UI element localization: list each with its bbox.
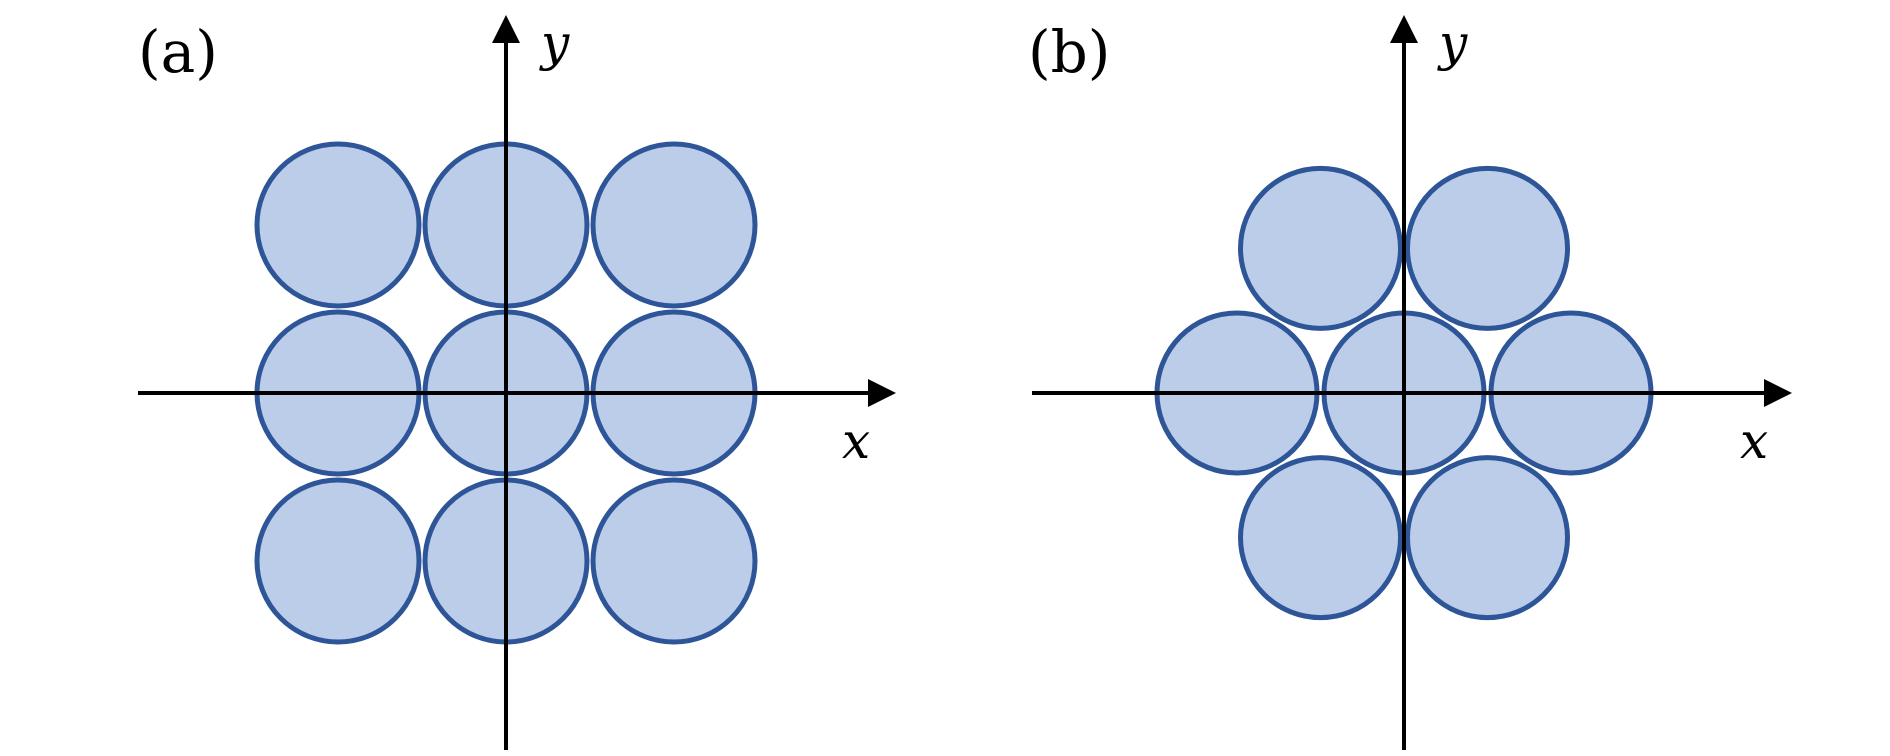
hex-circle-6 bbox=[1238, 455, 1403, 621]
y-axis-label-a: y bbox=[539, 14, 570, 72]
hex-circle-7 bbox=[1405, 455, 1570, 621]
x-axis-arrowhead-b bbox=[1764, 379, 1792, 407]
x-axis-label-a: x bbox=[842, 412, 870, 470]
panel-b-hexagonal-packing: (b) x y bbox=[1028, 14, 1792, 750]
square-circle-1 bbox=[254, 141, 422, 309]
x-axis-label-b: x bbox=[1740, 412, 1768, 470]
square-circle-9 bbox=[590, 477, 758, 645]
x-axis-arrowhead-a bbox=[868, 379, 896, 407]
square-circle-7 bbox=[254, 477, 422, 645]
y-axis-arrowhead-a bbox=[492, 15, 520, 43]
y-axis-arrowhead-b bbox=[1390, 15, 1418, 43]
hex-circle-3 bbox=[1405, 165, 1570, 331]
y-axis-label-b: y bbox=[1437, 14, 1468, 72]
panel-label-a: (a) bbox=[138, 18, 218, 86]
circle-group-a bbox=[254, 141, 758, 645]
hex-circle-4 bbox=[1238, 165, 1403, 331]
panel-label-b: (b) bbox=[1028, 18, 1110, 86]
panel-a-square-packing: (a) x y bbox=[138, 14, 896, 750]
square-circle-3 bbox=[590, 141, 758, 309]
